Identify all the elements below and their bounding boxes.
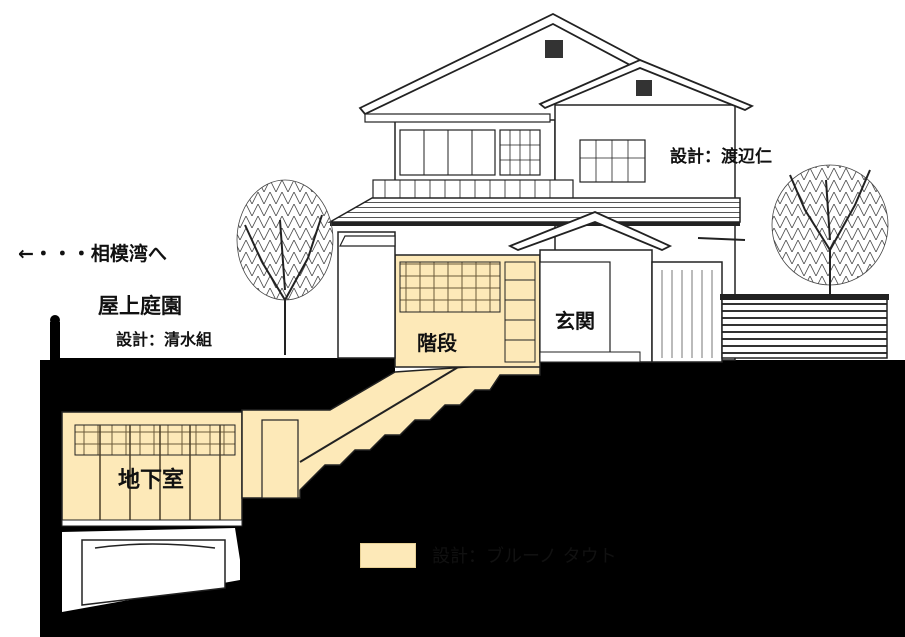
tree-left bbox=[236, 179, 334, 355]
house-left-wall bbox=[337, 231, 396, 359]
legend-label: 設計：ブルーノ タウト bbox=[432, 546, 617, 567]
basement-window-band bbox=[74, 424, 236, 456]
roof-garden-designer-label: 設計：清水組 bbox=[116, 330, 213, 349]
right-eave-bracket bbox=[697, 237, 746, 241]
balcony-slats bbox=[384, 180, 551, 200]
basement-label: 地下室 bbox=[118, 468, 185, 493]
arch-line bbox=[94, 543, 216, 549]
tansu-shelves bbox=[505, 279, 535, 341]
right-lower-wall bbox=[651, 261, 723, 363]
parapet-cap bbox=[50, 315, 60, 325]
house-designer-label: 設計：渡辺仁 bbox=[670, 147, 772, 167]
lower-roof-edge bbox=[330, 222, 740, 226]
entrance-step bbox=[539, 351, 641, 363]
legend-swatch bbox=[360, 543, 416, 568]
entrance-roof bbox=[507, 211, 673, 251]
upper-window-mullions bbox=[423, 130, 473, 175]
lower-roof bbox=[327, 197, 741, 223]
right-window-grid bbox=[580, 140, 645, 182]
entrance-door bbox=[539, 261, 611, 358]
basement-posts bbox=[99, 425, 221, 520]
basement-floor bbox=[61, 519, 243, 527]
tree-right bbox=[771, 164, 889, 296]
foundation-arch bbox=[81, 539, 226, 606]
left-small-roof bbox=[339, 235, 396, 247]
stairs-label: 階段 bbox=[417, 331, 457, 355]
eave-line bbox=[364, 113, 551, 123]
roof-garden-label: 屋上庭園 bbox=[98, 294, 182, 318]
upper-window2-grid bbox=[500, 130, 540, 175]
main-roof bbox=[358, 12, 642, 116]
corridor-door bbox=[261, 419, 299, 499]
parapet-post bbox=[50, 322, 60, 362]
fence bbox=[721, 295, 888, 359]
entrance-label: 玄関 bbox=[555, 309, 595, 333]
right-wing-window bbox=[579, 139, 646, 183]
direction-label: ←・・・相模湾へ bbox=[18, 243, 167, 265]
fence-top bbox=[720, 294, 889, 300]
stair-hall-tansu bbox=[504, 261, 536, 363]
right-gable-vent bbox=[636, 80, 652, 96]
gable-vent bbox=[545, 40, 563, 58]
stair-corridor bbox=[241, 361, 541, 499]
stair-hall-lattice bbox=[399, 261, 501, 313]
siding bbox=[661, 270, 713, 358]
right-roof bbox=[538, 59, 755, 111]
balcony bbox=[372, 179, 574, 201]
